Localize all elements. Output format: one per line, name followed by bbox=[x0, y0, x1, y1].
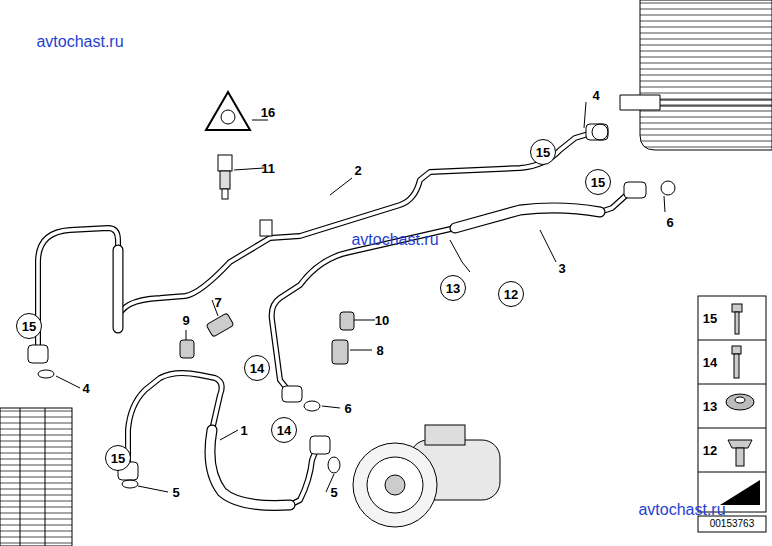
callout-number: 6 bbox=[666, 216, 673, 229]
callout-number: 15 bbox=[591, 176, 605, 189]
callout-number: 2 bbox=[354, 164, 361, 177]
callout-number: 7 bbox=[214, 296, 221, 309]
callout-number: 13 bbox=[703, 400, 717, 413]
callout-number: 12 bbox=[703, 444, 717, 457]
callout-circle: 15 bbox=[585, 169, 611, 195]
watermark: avtochast.ru bbox=[351, 232, 438, 248]
callout-number: 5 bbox=[330, 486, 337, 499]
callout-circle: 12 bbox=[498, 281, 524, 307]
callout-number: 12 bbox=[504, 288, 518, 301]
callout-number: 15 bbox=[703, 312, 717, 325]
callout-circle: 14 bbox=[244, 355, 270, 381]
callout-number: 10 bbox=[375, 314, 389, 327]
callout-number: 1 bbox=[240, 424, 247, 437]
callout-number: 15 bbox=[22, 320, 36, 333]
callout-number: 14 bbox=[703, 356, 717, 369]
callout-number: 4 bbox=[82, 382, 89, 395]
callout-number: 5 bbox=[172, 486, 179, 499]
callout-circle: 14 bbox=[271, 417, 297, 443]
callout-number: 14 bbox=[250, 362, 264, 375]
callout-number: 6 bbox=[344, 402, 351, 415]
callout-number: 13 bbox=[446, 282, 460, 295]
callout-number: 4 bbox=[592, 89, 599, 102]
callout-circle: 15 bbox=[16, 313, 42, 339]
callout-number: 14 bbox=[277, 424, 291, 437]
callout-circle: 13 bbox=[440, 275, 466, 301]
callout-circle: 15 bbox=[105, 445, 131, 471]
watermark: avtochast.ru bbox=[36, 34, 123, 50]
callout-number: 11 bbox=[261, 162, 275, 175]
callout-number: 9 bbox=[182, 314, 189, 327]
callout-circle: 15 bbox=[530, 139, 556, 165]
watermark: avtochast.ru bbox=[638, 502, 725, 518]
callout-number: 15 bbox=[111, 452, 125, 465]
callout-number: 8 bbox=[376, 344, 383, 357]
diagram-number: 00153763 bbox=[710, 519, 755, 529]
callout-number: 3 bbox=[558, 262, 565, 275]
callout-number: 15 bbox=[536, 146, 550, 159]
callout-number: 16 bbox=[261, 106, 275, 119]
